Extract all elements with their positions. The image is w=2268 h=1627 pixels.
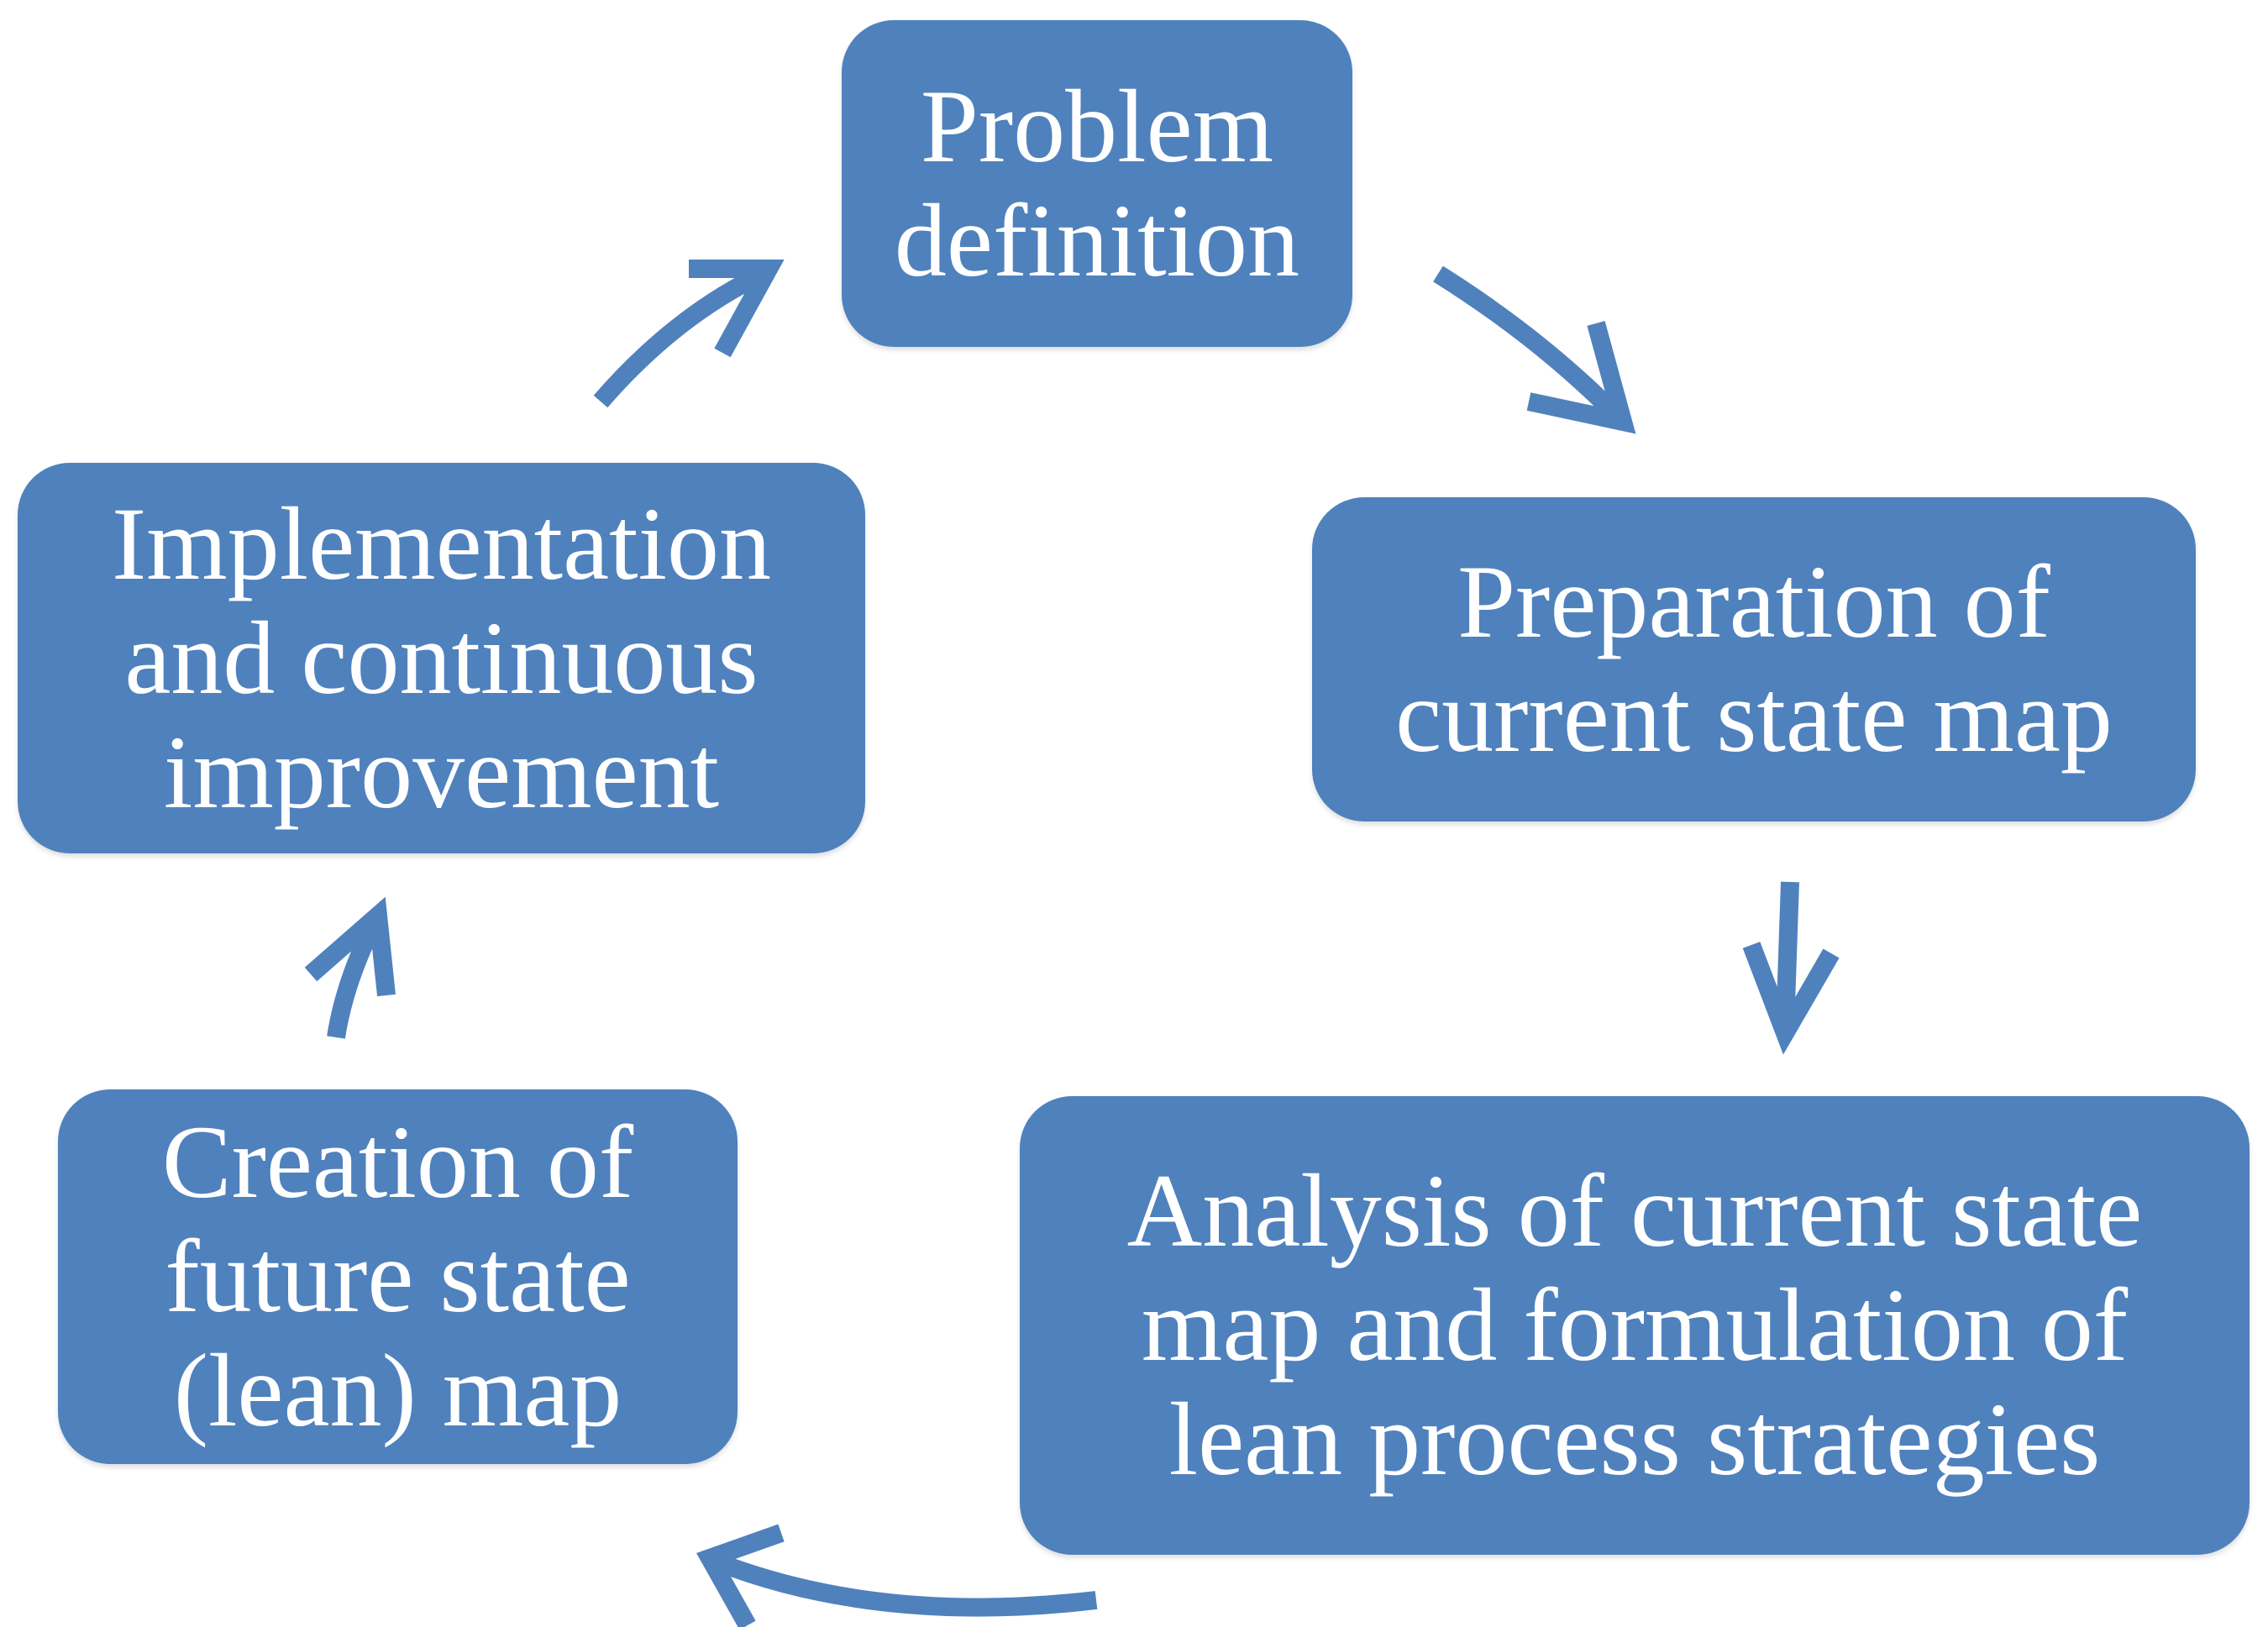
step-label-line: Preparation of (1457, 544, 2050, 659)
step-preparation-of-current-state-map: Preparation of current state map (1312, 497, 2196, 821)
step-label-line: (lean) map (173, 1333, 622, 1448)
step-creation-of-future-state-map: Creation of future state (lean) map (58, 1089, 738, 1464)
step-implementation-and-continuous-improvement: Implementation and continuous improvemen… (18, 463, 865, 853)
step-label-line: Implementation (111, 485, 772, 601)
step-label-line: definition (894, 182, 1300, 298)
arrow-preparation-to-analysis (1742, 881, 1840, 1055)
step-label-line: improvement (163, 714, 720, 830)
arrow-analysis-to-creation (696, 1524, 1098, 1627)
step-label-line: Problem (920, 68, 1274, 184)
step-label-line: Creation of (161, 1105, 634, 1220)
step-label-line: and continuous (124, 600, 759, 716)
step-analysis-and-formulation: Analysis of current state map and formul… (1020, 1096, 2250, 1555)
step-problem-definition: Problem definition (842, 20, 1352, 347)
arrow-problem-to-preparation (1433, 265, 1636, 434)
step-label-line: current state map (1395, 659, 2113, 774)
step-label-line: Analysis of current state (1126, 1153, 2143, 1268)
step-label-line: lean process strategies (1168, 1382, 2101, 1497)
arrow-implementation-to-problem (593, 260, 785, 408)
arrow-creation-to-implementation (304, 896, 396, 1039)
step-label-line: future state (165, 1219, 631, 1334)
step-label-line: map and formulation of (1141, 1267, 2129, 1383)
